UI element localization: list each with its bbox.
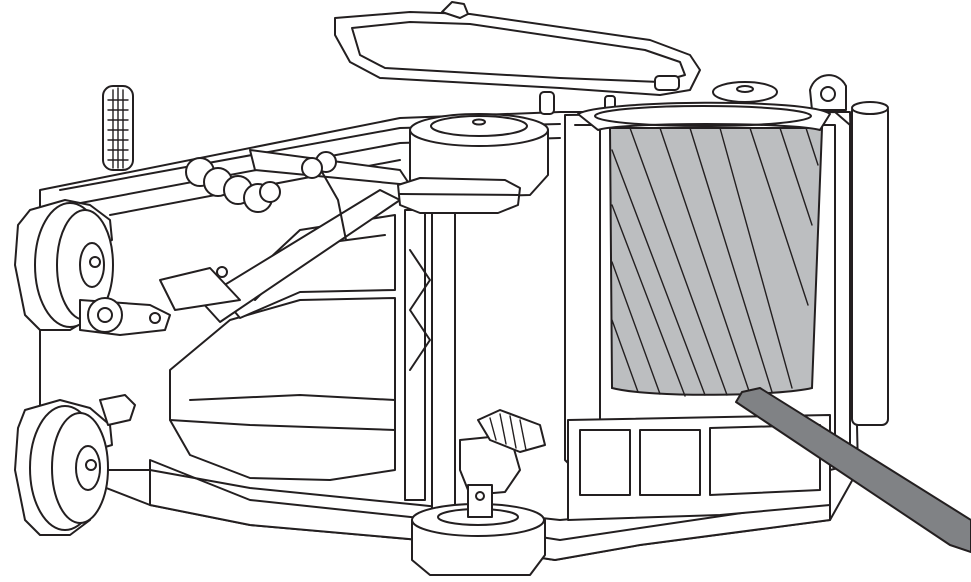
caster-upper [14,199,114,331]
removal-tool [735,387,971,553]
handle-grip [102,85,134,171]
pivot-bracket [79,297,171,336]
caster-lower [14,394,136,536]
hopper-lid [334,1,701,115]
upper-drive-wheel [397,113,549,214]
rail-fittings [185,151,347,278]
brush-roll [577,101,831,397]
lower-drive-wheel [411,409,546,576]
